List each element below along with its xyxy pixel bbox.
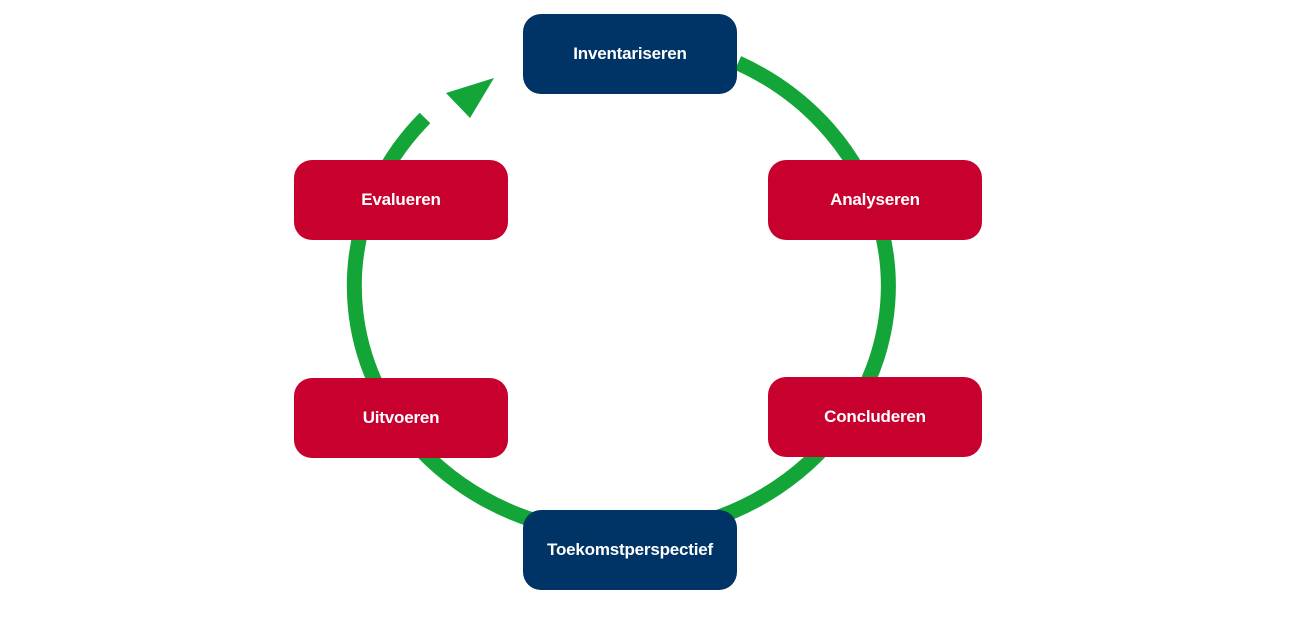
- node-inventariseren: Inventariseren: [523, 14, 737, 94]
- node-label-concluderen: Concluderen: [824, 407, 926, 426]
- cycle-ring: [346, 56, 896, 542]
- node-label-evalueren: Evalueren: [361, 190, 441, 209]
- arrow-head-icon: [446, 78, 494, 118]
- node-label-analyseren: Analyseren: [830, 190, 920, 209]
- node-label-uitvoeren: Uitvoeren: [362, 408, 440, 427]
- node-evalueren: Evalueren: [294, 160, 508, 240]
- node-analyseren: Analyseren: [768, 160, 982, 240]
- node-toekomstperspectief: Toekomstperspectief: [523, 510, 737, 590]
- node-label-toekomstperspectief: Toekomstperspectief: [547, 540, 713, 559]
- node-concluderen: Concluderen: [768, 377, 982, 457]
- node-uitvoeren: Uitvoeren: [294, 378, 508, 458]
- node-label-inventariseren: Inventariseren: [573, 44, 687, 63]
